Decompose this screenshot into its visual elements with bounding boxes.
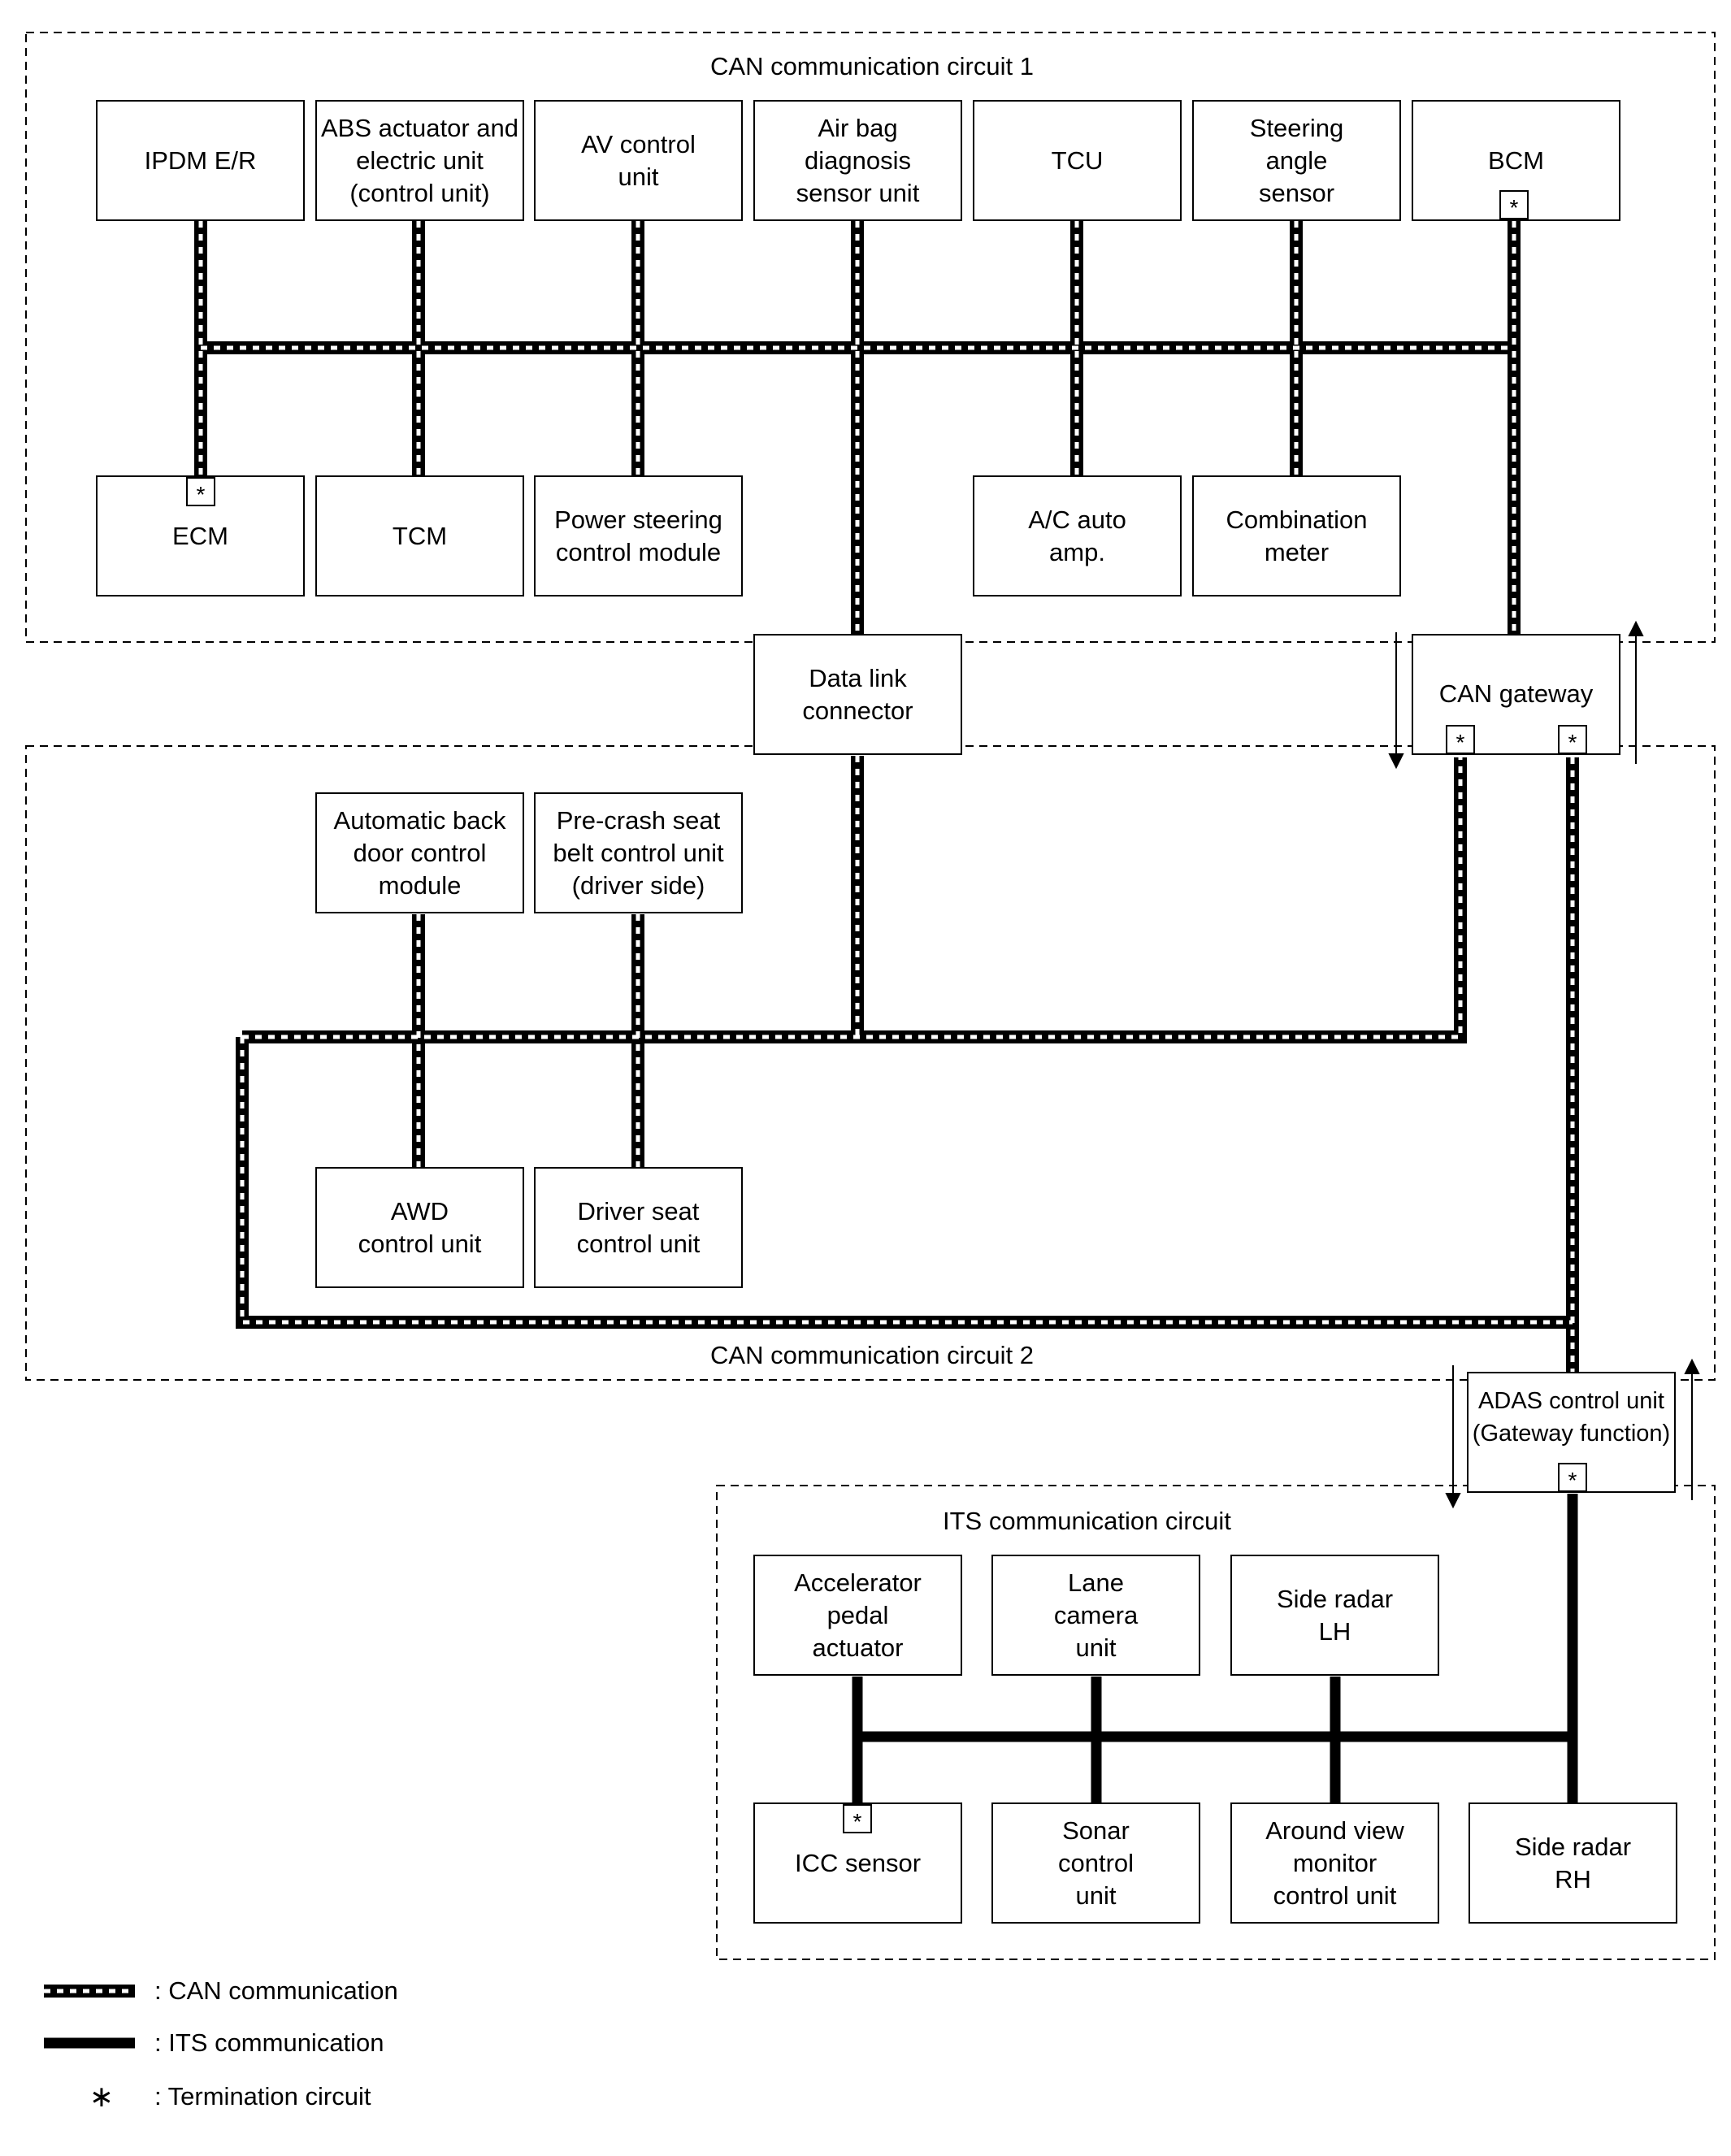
side-radar-lh-node: Side radar LH: [1230, 1555, 1439, 1676]
termination-symbol: ∗: [89, 2080, 114, 2113]
its-circuit-title: ITS communication circuit: [943, 1507, 1231, 1535]
its-circuit-boundary: [716, 1485, 1716, 1960]
auto-back-door-node: Automatic back door control module: [315, 792, 524, 913]
legend-termination: ∗ : Termination circuit: [41, 2080, 371, 2113]
sonar-control-unit-node: Sonar control unit: [991, 1802, 1200, 1924]
av-control-unit-node: AV control unit: [534, 100, 743, 221]
around-view-monitor-node: Around view monitor control unit: [1230, 1802, 1439, 1924]
legend-termination-label: : Termination circuit: [154, 2082, 371, 2110]
ecm-termination-mark: *: [186, 477, 215, 507]
airbag-diagnosis-node: Air bag diagnosis sensor unit: [753, 100, 962, 221]
abs-actuator-node: ABS actuator and electric unit (control …: [315, 100, 524, 221]
legend-can-label: : CAN communication: [154, 1976, 398, 2005]
side-radar-rh-node: Side radar RH: [1469, 1802, 1677, 1924]
arrow-down-icon: [1388, 753, 1404, 770]
icc-sensor-termination-mark: *: [843, 1804, 872, 1834]
driver-seat-control-node: Driver seat control unit: [534, 1167, 743, 1288]
legend-its: : ITS communication: [41, 2027, 384, 2059]
can-circuit-2-title: CAN communication circuit 2: [710, 1341, 1034, 1369]
bcm-termination-mark: *: [1499, 190, 1529, 220]
precrash-seatbelt-node: Pre-crash seat belt control unit (driver…: [534, 792, 743, 913]
can-gateway-termination-mark-right: *: [1558, 725, 1587, 755]
arrow-up-icon: [1628, 620, 1644, 636]
arrow-up-icon: [1684, 1358, 1700, 1374]
ipdm-er-node: IPDM E/R: [96, 100, 305, 221]
can-gateway-node: CAN gateway: [1412, 634, 1620, 755]
legend-its-label: : ITS communication: [154, 2028, 384, 2057]
can-circuit-1-title: CAN communication circuit 1: [710, 52, 1034, 80]
arrow-down-icon: [1445, 1493, 1461, 1509]
legend-can: : CAN communication: [41, 1975, 398, 2007]
power-steering-node: Power steering control module: [534, 475, 743, 596]
ac-auto-amp-node: A/C auto amp.: [973, 475, 1182, 596]
can-bus-lines: [194, 221, 1579, 1377]
tcm-node: TCM: [315, 475, 524, 596]
awd-control-unit-node: AWD control unit: [315, 1167, 524, 1288]
its-bus-lines: [852, 1494, 1578, 1804]
accelerator-pedal-actuator-node: Accelerator pedal actuator: [753, 1555, 962, 1676]
steering-angle-sensor-node: Steering angle sensor: [1192, 100, 1401, 221]
can-line-sample: [44, 1985, 135, 1998]
its-line-sample: [44, 2037, 135, 2049]
adas-termination-mark: *: [1558, 1463, 1587, 1493]
combination-meter-node: Combination meter: [1192, 475, 1401, 596]
gateway-arrows: [1388, 620, 1700, 1509]
tcu-node: TCU: [973, 100, 1182, 221]
can-lines-inner: [198, 221, 1575, 1377]
data-link-connector-node: Data link connector: [753, 634, 962, 755]
can-gateway-termination-mark-left: *: [1446, 725, 1475, 755]
lane-camera-unit-node: Lane camera unit: [991, 1555, 1200, 1676]
